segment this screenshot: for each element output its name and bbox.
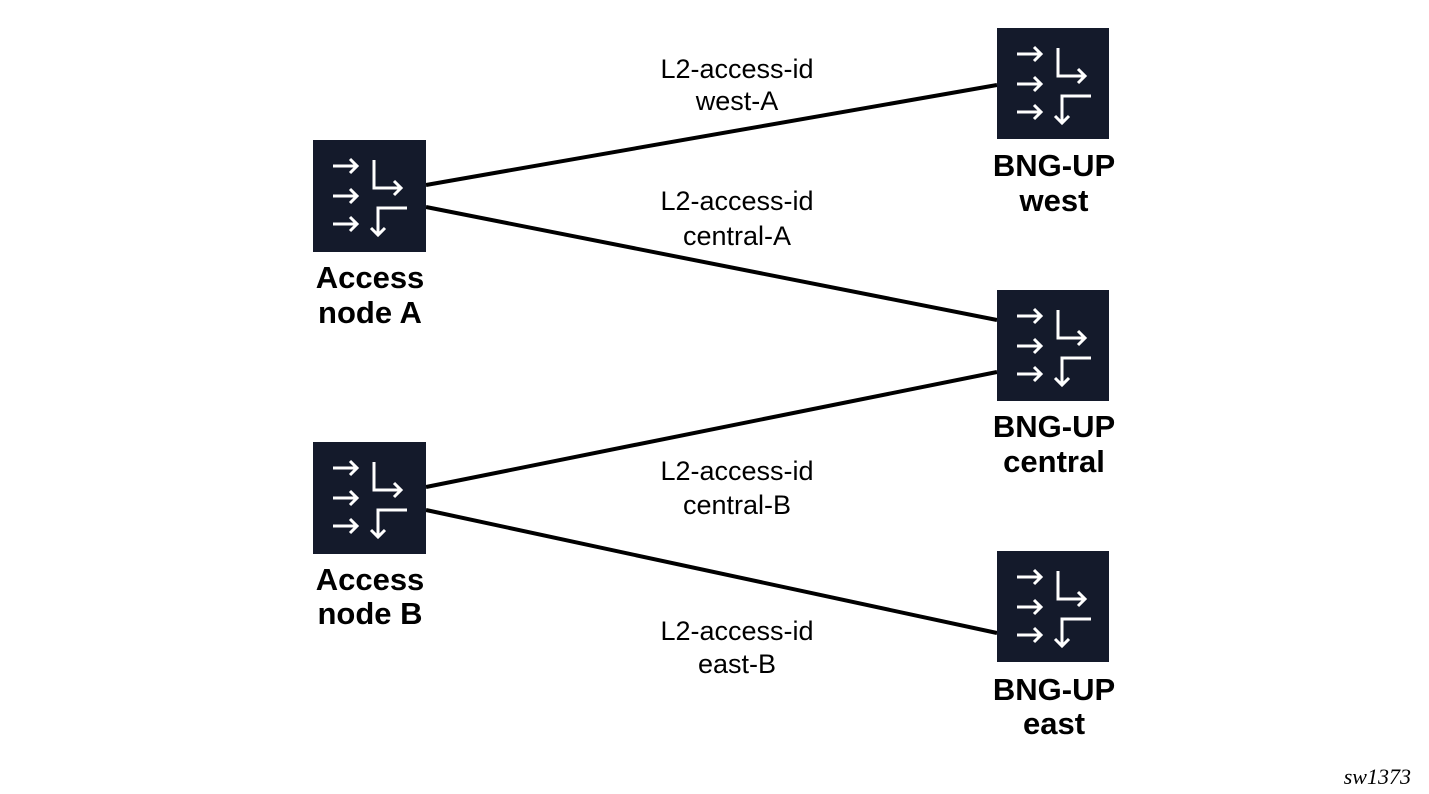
link-label-central-b-line2: central-B (683, 490, 791, 520)
link-label-central-a-line2: central-A (683, 221, 791, 251)
link-line-west-a (425, 83, 998, 187)
access-node-b-label-line2: node B (317, 596, 422, 631)
router-icon (997, 290, 1109, 401)
router-icon (997, 551, 1109, 662)
access-node-b-label-line1: Access (316, 562, 425, 597)
bng-up-east: BNG-UP east (993, 551, 1115, 741)
access-node-a-label-line1: Access (316, 260, 425, 295)
link-line-central-b (425, 370, 998, 489)
link-label-east-b-line1: L2-access-id (660, 616, 813, 646)
link-label-central-b: L2-access-id central-B (660, 456, 813, 520)
link-label-west-a: L2-access-id west-A (660, 54, 813, 116)
access-node-a-label-line2: node A (318, 295, 422, 330)
bng-up-central: BNG-UP central (993, 290, 1115, 479)
figure-id: sw1373 (1344, 764, 1411, 789)
bng-up-east-label-line1: BNG-UP (993, 672, 1115, 707)
link-label-west-a-line2: west-A (695, 86, 779, 116)
bng-up-west-label-line1: BNG-UP (993, 148, 1115, 183)
link-label-central-b-line1: L2-access-id (660, 456, 813, 486)
link-line-central-a (425, 205, 998, 322)
bng-up-central-label-line2: central (1003, 444, 1105, 479)
access-node-b: Access node B (313, 442, 426, 631)
bng-up-east-label-line2: east (1023, 706, 1085, 741)
bng-up-west: BNG-UP west (993, 28, 1115, 218)
link-label-west-a-line1: L2-access-id (660, 54, 813, 84)
link-label-central-a: L2-access-id central-A (660, 186, 813, 251)
link-label-east-b-line2: east-B (698, 649, 776, 679)
access-node-a: Access node A (313, 140, 426, 330)
bng-up-central-label-line1: BNG-UP (993, 409, 1115, 444)
link-label-east-b: L2-access-id east-B (660, 616, 813, 679)
link-line-east-b (425, 508, 998, 635)
router-icon (313, 442, 426, 554)
link-label-central-a-line1: L2-access-id (660, 186, 813, 216)
router-icon (997, 28, 1109, 139)
router-icon (313, 140, 426, 252)
bng-up-west-label-line2: west (1019, 183, 1089, 218)
